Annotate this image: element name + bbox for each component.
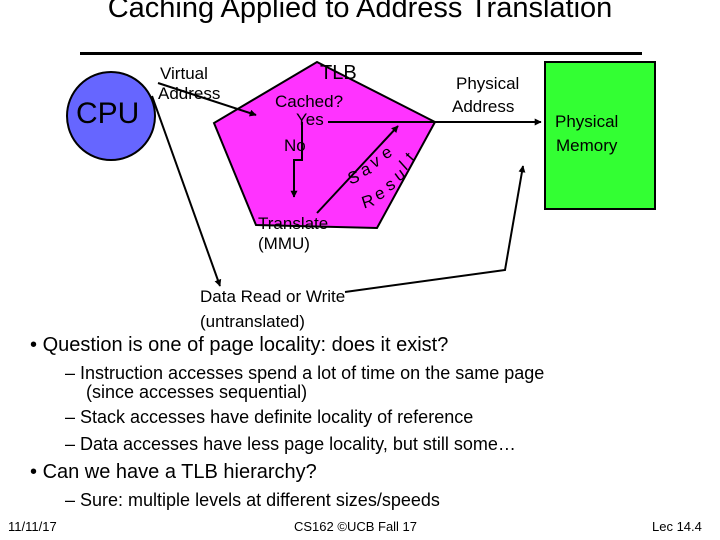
translate-label-line2: (MMU) xyxy=(258,234,310,253)
slide-title: Caching Applied to Address Translation xyxy=(107,0,613,24)
footer-course: CS162 ©UCB Fall 17 xyxy=(294,519,418,534)
data-read-write-label-line1: Data Read or Write xyxy=(200,287,346,306)
no-label: No xyxy=(284,136,306,155)
bullet-item: • Can we have a TLB hierarchy? xyxy=(30,461,317,483)
sub-bullet-item: – Sure: multiple levels at different siz… xyxy=(65,490,440,510)
bullet-item: • Question is one of page locality: does… xyxy=(30,334,449,356)
physical-memory-label-line1: Physical xyxy=(555,112,619,131)
bullet-text: Question is one of page locality: does i… xyxy=(42,334,449,356)
sub-bullet-item: – Stack accesses have definite locality … xyxy=(65,407,474,427)
data-read-write-label-line2: (untranslated) xyxy=(200,312,305,331)
physical-address-label-line1: Physical xyxy=(456,74,520,93)
physical-memory-label-line2: Memory xyxy=(556,136,618,155)
footer-date: 11/11/17 xyxy=(8,519,57,534)
sub-bullet-item: – Data accesses have less page locality,… xyxy=(65,434,516,454)
tlb-pentagon xyxy=(212,60,437,230)
virtual-address-label-line1: Virtual xyxy=(160,64,208,83)
sub-bullet-continuation: (since accesses sequential) xyxy=(86,382,308,402)
arrow-virtual-to-data xyxy=(151,95,222,287)
translate-label-line1: Translate xyxy=(258,214,329,233)
arrow-memory-to-data xyxy=(344,165,526,293)
sub-bullet-text: Stack accesses have definite locality of… xyxy=(80,407,474,427)
tlb-label: TLB xyxy=(320,62,357,84)
title-rule xyxy=(80,52,642,55)
arrow-save-result xyxy=(316,125,399,214)
sub-bullet-text: Sure: multiple levels at different sizes… xyxy=(80,490,440,510)
footer-lecture: Lec 14.4 xyxy=(652,519,702,534)
physical-address-label-line2: Address xyxy=(452,97,515,116)
arrow-no-translate xyxy=(290,122,303,198)
arrow-to-tlb xyxy=(157,82,257,117)
sub-bullet-item: – Instruction accesses spend a lot of ti… xyxy=(65,363,545,383)
cpu-node xyxy=(66,71,156,161)
yes-label: Yes xyxy=(296,110,324,129)
virtual-address-label-line2: Address xyxy=(158,84,221,103)
cached-question-label: Cached? xyxy=(275,92,344,111)
bullet-text: Can we have a TLB hierarchy? xyxy=(42,461,317,483)
sub-bullet-text: Instruction accesses spend a lot of time… xyxy=(80,363,545,383)
physical-memory-box xyxy=(544,61,656,210)
cpu-label: CPU xyxy=(76,97,140,130)
sub-bullet-text: Data accesses have less page locality, b… xyxy=(80,434,516,454)
